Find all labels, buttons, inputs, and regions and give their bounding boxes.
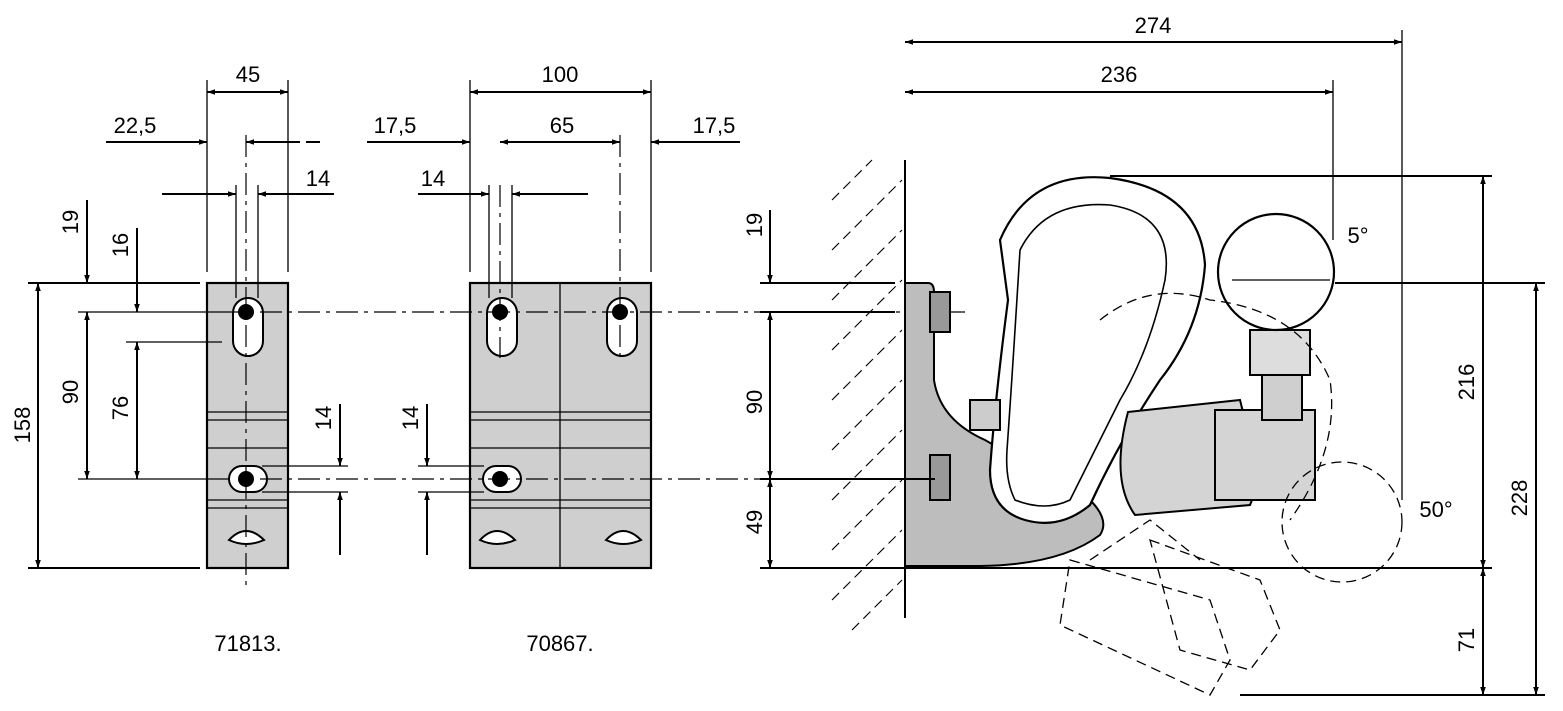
- dim-below: 71: [1454, 628, 1479, 652]
- dim-slot: 14: [421, 166, 445, 191]
- dim-right: 17,5: [693, 113, 736, 138]
- dim-top: 19: [742, 213, 767, 237]
- bracket-71813: [205, 135, 290, 585]
- dim-top: 19: [58, 210, 83, 234]
- wall-hatching: [831, 159, 906, 631]
- dim-height: 158: [10, 407, 35, 444]
- dims-70867: 100 17,5 65 17,5 14 14 70867.: [367, 62, 740, 656]
- angle-large: 50°: [1419, 497, 1452, 522]
- dim-height-total: 228: [1507, 480, 1532, 517]
- dim-pitch: 90: [742, 390, 767, 414]
- dim-hole: 14: [311, 406, 336, 430]
- dim-width: 100: [542, 62, 579, 87]
- dim-bottom: 49: [742, 510, 767, 534]
- clamp-body: [969, 176, 1336, 524]
- dim-hole: 14: [398, 406, 423, 430]
- dim-width: 45: [236, 62, 260, 87]
- knob-upper: [1216, 212, 1336, 332]
- swing-phantom: [1059, 292, 1403, 696]
- dim-height-upper: 216: [1454, 364, 1479, 401]
- bracket-70867: [468, 135, 653, 570]
- dims-71813: 45 22,5 14 158 19 90 16 76 14 71813.: [10, 62, 348, 656]
- dim-pitch: 65: [550, 113, 574, 138]
- part-code-70867: 70867.: [526, 631, 593, 656]
- dim-pitch: 90: [58, 380, 83, 404]
- dim-overall: 274: [1135, 13, 1172, 38]
- dims-side: 274 236 19 90 49 216 71 228 5° 50°: [742, 13, 1545, 696]
- angle-small: 5°: [1347, 223, 1368, 248]
- dim-reach: 236: [1101, 62, 1138, 87]
- dim-offset: 22,5: [114, 113, 157, 138]
- dim-slot-pitch: 76: [108, 396, 133, 420]
- dim-slot-top: 16: [108, 233, 133, 257]
- part-code-71813: 71813.: [214, 631, 281, 656]
- dim-slot: 14: [306, 166, 330, 191]
- dim-left: 17,5: [374, 113, 417, 138]
- fixing-hole-upper: [238, 304, 254, 320]
